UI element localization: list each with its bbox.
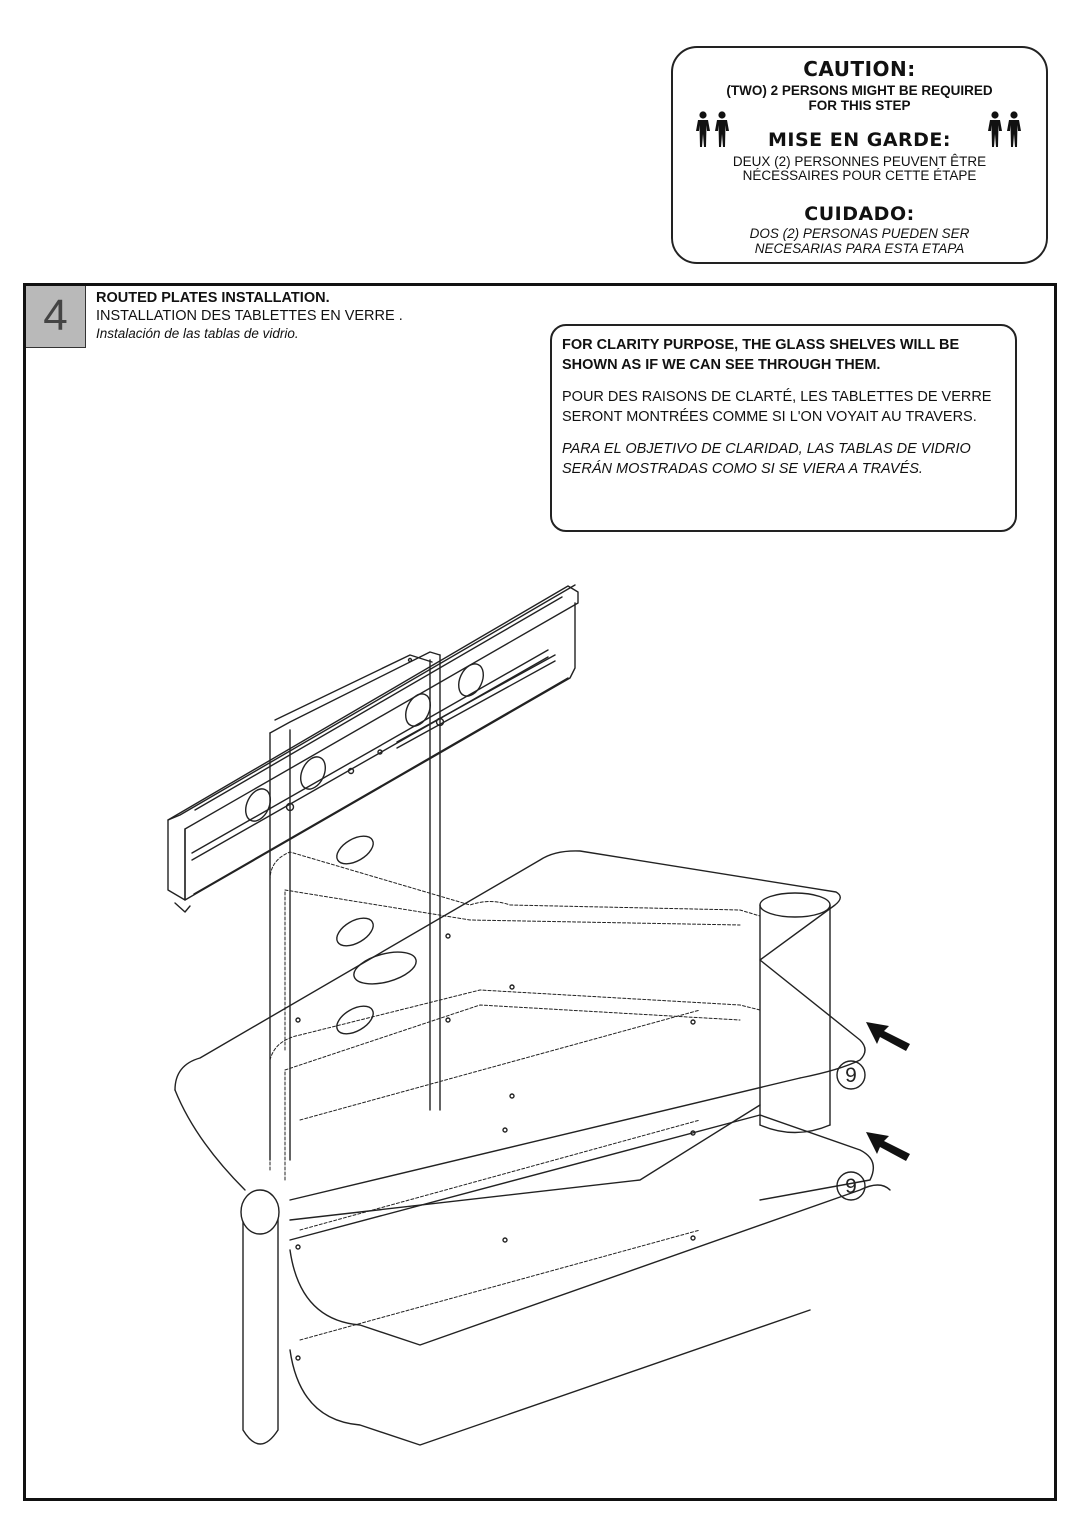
caution-text-en: (TWO) 2 PERSONS MIGHT BE REQUIRED FOR TH… bbox=[673, 83, 1046, 113]
caution-text-en-line2: FOR THIS STEP bbox=[808, 98, 911, 113]
caution-text-fr-line1: DEUX (2) PERSONNES PEUVENT ÊTRE bbox=[732, 154, 987, 169]
assembly-diagram: 9 9 bbox=[167, 584, 910, 1446]
caution-box: CAUTION: (TWO) 2 PERSONS MIGHT BE REQUIR… bbox=[671, 46, 1048, 264]
insert-arrow-icon bbox=[866, 1022, 910, 1051]
step-title-es: Instalación de las tablas de vidrio. bbox=[96, 326, 299, 341]
caution-text-fr-line2: NÉCESSAIRES POUR CETTE ÉTAPE bbox=[742, 168, 977, 183]
clarity-note-fr: POUR DES RAISONS DE CLARTÉ, LES TABLETTE… bbox=[562, 389, 992, 425]
two-persons-icon bbox=[988, 111, 1021, 147]
step-frame: 4 ROUTED PLATES INSTALLATION. INSTALLATI… bbox=[23, 283, 1057, 1501]
caution-title: CAUTION: bbox=[803, 57, 916, 81]
tv-mount-bracket bbox=[167, 584, 579, 913]
clarity-note-en: FOR CLARITY PURPOSE, THE GLASS SHELVES W… bbox=[562, 337, 960, 373]
caution-text-fr: DEUX (2) PERSONNES PEUVENT ÊTRE NÉCESSAI… bbox=[673, 155, 1046, 183]
clarity-note-es: PARA EL OBJETIVO DE CLARIDAD, LAS TABLAS… bbox=[562, 441, 971, 477]
lower-glass-shelf bbox=[289, 1114, 891, 1446]
shelf-frames bbox=[269, 851, 761, 1341]
insert-arrow-icon bbox=[866, 1132, 910, 1161]
clarity-note-box: FOR CLARITY PURPOSE, THE GLASS SHELVES W… bbox=[550, 324, 1017, 532]
caution-text-es-line2: NECESARIAS PARA ESTA ETAPA bbox=[754, 241, 965, 256]
part-label-lower: 9 bbox=[836, 1171, 866, 1201]
part-number-lower: 9 bbox=[845, 1175, 857, 1198]
caution-text-es: DOS (2) PERSONAS PUEDEN SER NECESARIAS P… bbox=[673, 226, 1046, 256]
cuidado-title: CUIDADO: bbox=[804, 203, 915, 225]
upper-glass-shelf bbox=[174, 850, 866, 1221]
step-title-en: ROUTED PLATES INSTALLATION. bbox=[96, 290, 330, 306]
two-persons-icon bbox=[696, 111, 729, 147]
center-column bbox=[269, 651, 441, 1161]
caution-text-es-line1: DOS (2) PERSONAS PUEDEN SER bbox=[749, 226, 970, 241]
mise-en-garde-title: MISE EN GARDE: bbox=[767, 129, 952, 151]
left-pillar bbox=[240, 1189, 280, 1445]
step-number-badge: 4 bbox=[26, 286, 86, 348]
right-cylinder bbox=[759, 892, 831, 1134]
part-label-upper: 9 bbox=[836, 1060, 866, 1090]
part-number-upper: 9 bbox=[845, 1064, 857, 1087]
caution-text-en-line1: (TWO) 2 PERSONS MIGHT BE REQUIRED bbox=[726, 83, 993, 98]
step-title-block: ROUTED PLATES INSTALLATION. INSTALLATION… bbox=[96, 289, 403, 343]
step-title-fr: INSTALLATION DES TABLETTES EN VERRE . bbox=[96, 308, 403, 324]
